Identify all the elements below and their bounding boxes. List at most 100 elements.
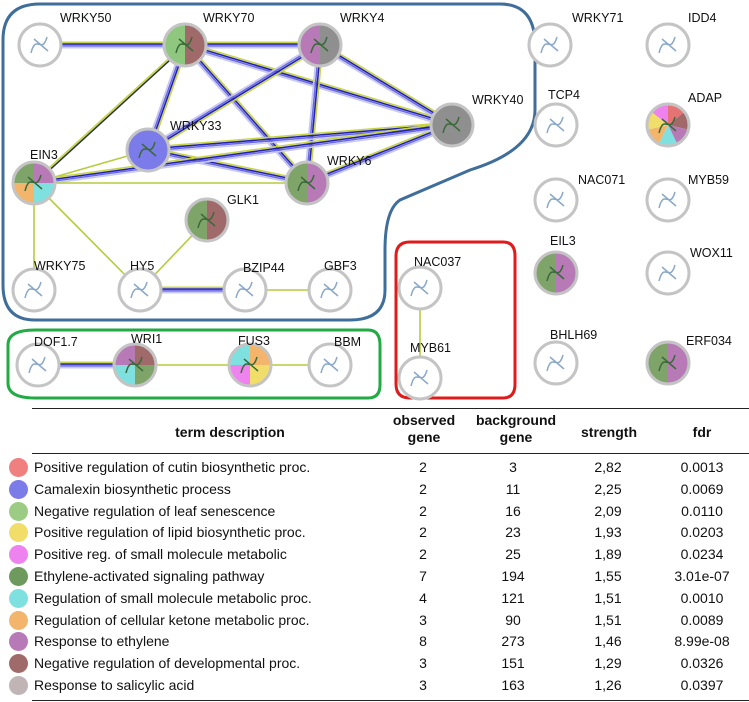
protein-structure-icon <box>138 141 157 159</box>
table-row: Regulation of small molecule metabolic p… <box>0 588 749 610</box>
observed-gene-count: 3 <box>419 655 427 672</box>
observed-gene-count: 2 <box>419 546 427 563</box>
observed-gene-count: 2 <box>419 502 427 519</box>
node-wrky50[interactable]: WRKY50 <box>17 11 111 68</box>
edge-wrky70-ein3 <box>32 43 187 185</box>
node-label: HY5 <box>130 259 154 273</box>
node-wrky4[interactable]: WRKY4 <box>297 11 385 68</box>
header-observed-gene: observed gene <box>384 412 464 446</box>
protein-structure-icon <box>197 211 216 229</box>
node-label: WRKY71 <box>572 11 623 25</box>
node-wrky70[interactable]: WRKY70 <box>162 11 254 68</box>
protein-structure-icon <box>410 369 429 387</box>
term-color-dot <box>9 654 28 674</box>
edge-wrky50-wrky70 <box>40 41 185 49</box>
protein-structure-icon <box>125 356 144 374</box>
observed-gene-count: 2 <box>419 459 427 475</box>
node-glk1[interactable]: GLK1 <box>184 193 259 243</box>
term-color-dot <box>9 676 28 695</box>
background-gene-count: 194 <box>501 568 525 584</box>
protein-structure-icon <box>240 356 259 374</box>
observed-gene-count: 4 <box>419 589 427 606</box>
fdr-value: 0.0110 <box>681 502 723 519</box>
term-color-dot <box>9 567 28 586</box>
strength-value: 1,51 <box>594 611 622 628</box>
green-cluster-outline <box>6 328 382 400</box>
protein-structure-icon <box>30 36 49 54</box>
node-label: ERF034 <box>686 334 732 348</box>
node-label: NAC037 <box>414 255 461 269</box>
node-idd4[interactable]: IDD4 <box>645 11 717 68</box>
node-bhlh69[interactable]: BHLH69 <box>533 328 597 386</box>
node-nac037[interactable]: NAC037 <box>397 255 461 311</box>
fdr-value: 3.01e-07 <box>674 568 730 584</box>
edge-wrky4-wrky33 <box>146 42 322 153</box>
table-bottom-rule <box>32 700 749 701</box>
term-description: Positive reg. of small molecule metaboli… <box>34 546 287 563</box>
table-top-rule <box>32 408 749 409</box>
node-wrky6[interactable]: WRKY6 <box>284 154 372 206</box>
observed-gene-count: 8 <box>419 633 427 650</box>
node-label: MYB59 <box>688 173 729 187</box>
node-hy5[interactable]: HY5 <box>117 259 163 313</box>
edge-wrky6-wrky40 <box>305 121 454 187</box>
node-wrky75[interactable]: WRKY75 <box>11 259 85 313</box>
fdr-value: 0.0013 <box>680 459 724 475</box>
background-gene-count: 16 <box>505 502 521 519</box>
background-gene-count: 11 <box>505 480 521 497</box>
header-background-line2: gene <box>499 429 533 445</box>
protein-structure-icon <box>235 281 254 299</box>
node-myb61[interactable]: MYB61 <box>397 341 451 401</box>
node-wox11[interactable]: WOX11 <box>645 246 733 296</box>
node-label: TCP4 <box>548 88 580 102</box>
node-gbf3[interactable]: GBF3 <box>307 259 357 313</box>
edge-wrky70-wrky4 <box>185 41 320 49</box>
protein-structure-icon <box>546 116 565 134</box>
node-ein3[interactable]: EIN3 <box>11 148 58 206</box>
node-nac071[interactable]: NAC071 <box>533 173 625 223</box>
node-label: DOF1.7 <box>34 335 78 349</box>
node-label: EIN3 <box>30 148 58 162</box>
term-color-dot <box>9 632 28 652</box>
node-label: BZIP44 <box>243 261 285 275</box>
node-wrky33[interactable]: WRKY33 <box>125 119 221 173</box>
protein-structure-icon <box>658 36 677 54</box>
node-bzip44[interactable]: BZIP44 <box>222 261 285 313</box>
node-wri1[interactable]: WRI1 <box>112 332 162 388</box>
node-bbm[interactable]: BBM <box>307 335 361 388</box>
protein-structure-icon <box>320 356 339 374</box>
table-row: Positive regulation of cutin biosyntheti… <box>0 457 749 479</box>
fdr-value: 0.0069 <box>680 480 724 497</box>
term-description: Negative regulation of developmental pro… <box>34 655 301 672</box>
node-wrky40[interactable]: WRKY40 <box>429 93 523 148</box>
header-observed-line1: observed <box>392 412 456 428</box>
node-label: IDD4 <box>688 11 717 25</box>
node-label: WRKY6 <box>327 154 372 168</box>
term-color-dot <box>9 545 28 565</box>
observed-gene-count: 3 <box>419 677 427 693</box>
node-fus3[interactable]: FUS3 <box>227 334 273 388</box>
node-label: WRKY50 <box>60 11 111 25</box>
node-erf034[interactable]: ERF034 <box>645 334 732 386</box>
background-gene-count: 23 <box>505 524 521 541</box>
node-label: WRI1 <box>131 332 162 346</box>
node-eil3[interactable]: EIL3 <box>533 234 579 296</box>
observed-gene-count: 2 <box>419 480 427 497</box>
table-row: Positive reg. of small molecule metaboli… <box>0 544 749 566</box>
term-color-dot <box>9 523 28 543</box>
fdr-value: 0.0203 <box>680 524 724 541</box>
protein-structure-icon <box>546 191 565 209</box>
node-myb59[interactable]: MYB59 <box>645 173 729 223</box>
node-adap[interactable]: ADAP <box>645 91 722 148</box>
term-description: Ethylene-activated signaling pathway <box>34 568 265 584</box>
header-observed-line2: gene <box>407 429 441 445</box>
strength-value: 1,46 <box>594 633 622 650</box>
protein-structure-icon <box>320 281 339 299</box>
node-tcp4[interactable]: TCP4 <box>533 88 580 148</box>
node-dof1-7[interactable]: DOF1.7 <box>15 335 78 388</box>
node-wrky71[interactable]: WRKY71 <box>527 11 623 68</box>
